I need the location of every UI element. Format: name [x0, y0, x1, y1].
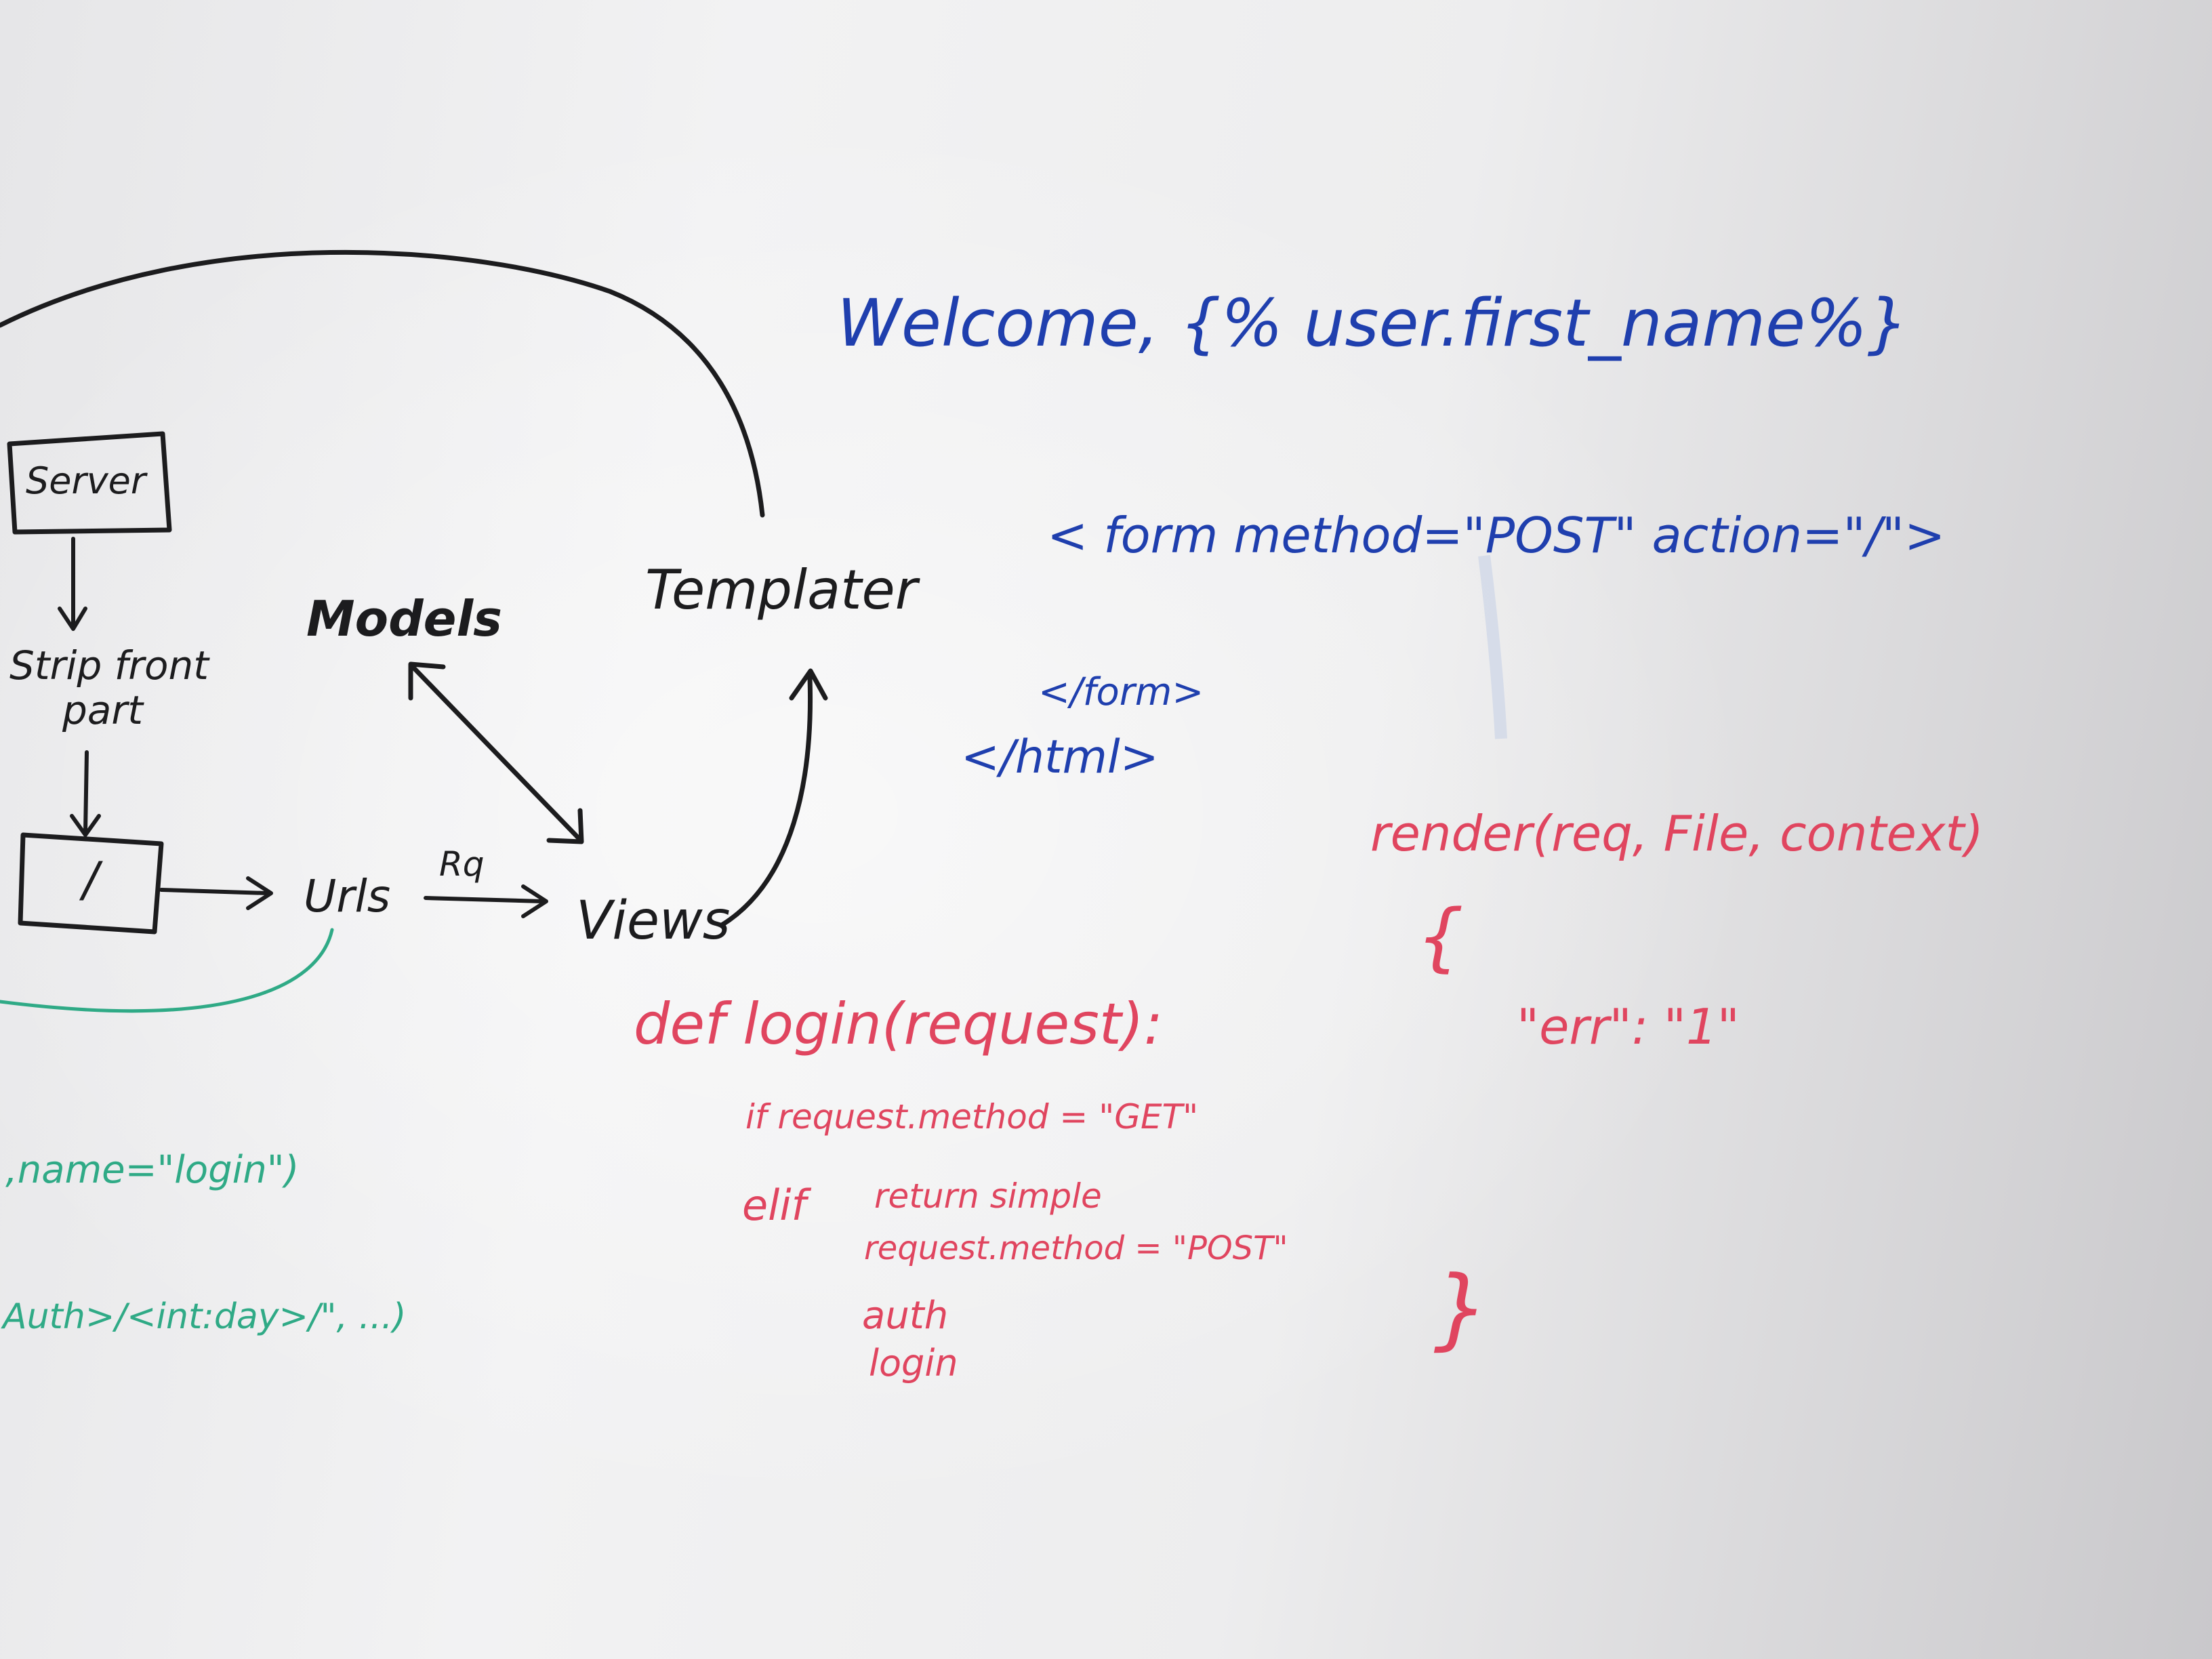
label-rq: Rq [439, 844, 484, 884]
red-login: login [869, 1342, 958, 1385]
red-elif: elif [742, 1181, 812, 1230]
label-part: part [62, 687, 144, 733]
label-slash: / [79, 852, 103, 907]
arrow-slash-urls [159, 888, 270, 895]
arrow-models-views [411, 665, 582, 842]
red-err: "err": "1" [1517, 998, 1740, 1055]
red-brace-open: { [1416, 893, 1464, 980]
red-return-line: return simple [874, 1176, 1102, 1216]
green-line-2: Auth>/<int:day>/", ...) [1, 1296, 406, 1337]
red-elif-cond: request.method = "POST" [864, 1229, 1288, 1267]
arrow-urls-views [424, 896, 544, 903]
red-auth: auth [862, 1294, 948, 1338]
diagram [0, 249, 828, 935]
blue-form-close: </form> [1038, 670, 1204, 714]
arrow-strip-slash [83, 750, 89, 834]
red-def-login: def login(request): [634, 991, 1163, 1057]
server-box [7, 431, 172, 535]
red-brace-close: } [1433, 1256, 1490, 1359]
blue-welcome: Welcome, {% user.first_name%} [837, 285, 1908, 361]
red-if-line: if request.method = "GET" [745, 1097, 1198, 1136]
green-arc [0, 928, 334, 1013]
label-urls: Urls [304, 870, 390, 922]
arrow-views-templater [719, 675, 813, 928]
green-line-1: ,name="login") [5, 1148, 299, 1192]
label-models: Models [306, 590, 502, 647]
blue-html-close: </html> [961, 731, 1159, 784]
return-arc [0, 249, 765, 518]
blue-form-open: < form method="POST" action="/"> [1047, 507, 1945, 564]
red-render: render(req, File, context) [1370, 805, 1984, 862]
label-server: Server [26, 459, 148, 502]
eraser-smudge [1478, 554, 1507, 739]
slash-box [18, 832, 164, 935]
label-strip-front: Strip front [9, 642, 210, 689]
label-views: Views [576, 890, 730, 951]
label-templater: Templater [645, 558, 921, 621]
